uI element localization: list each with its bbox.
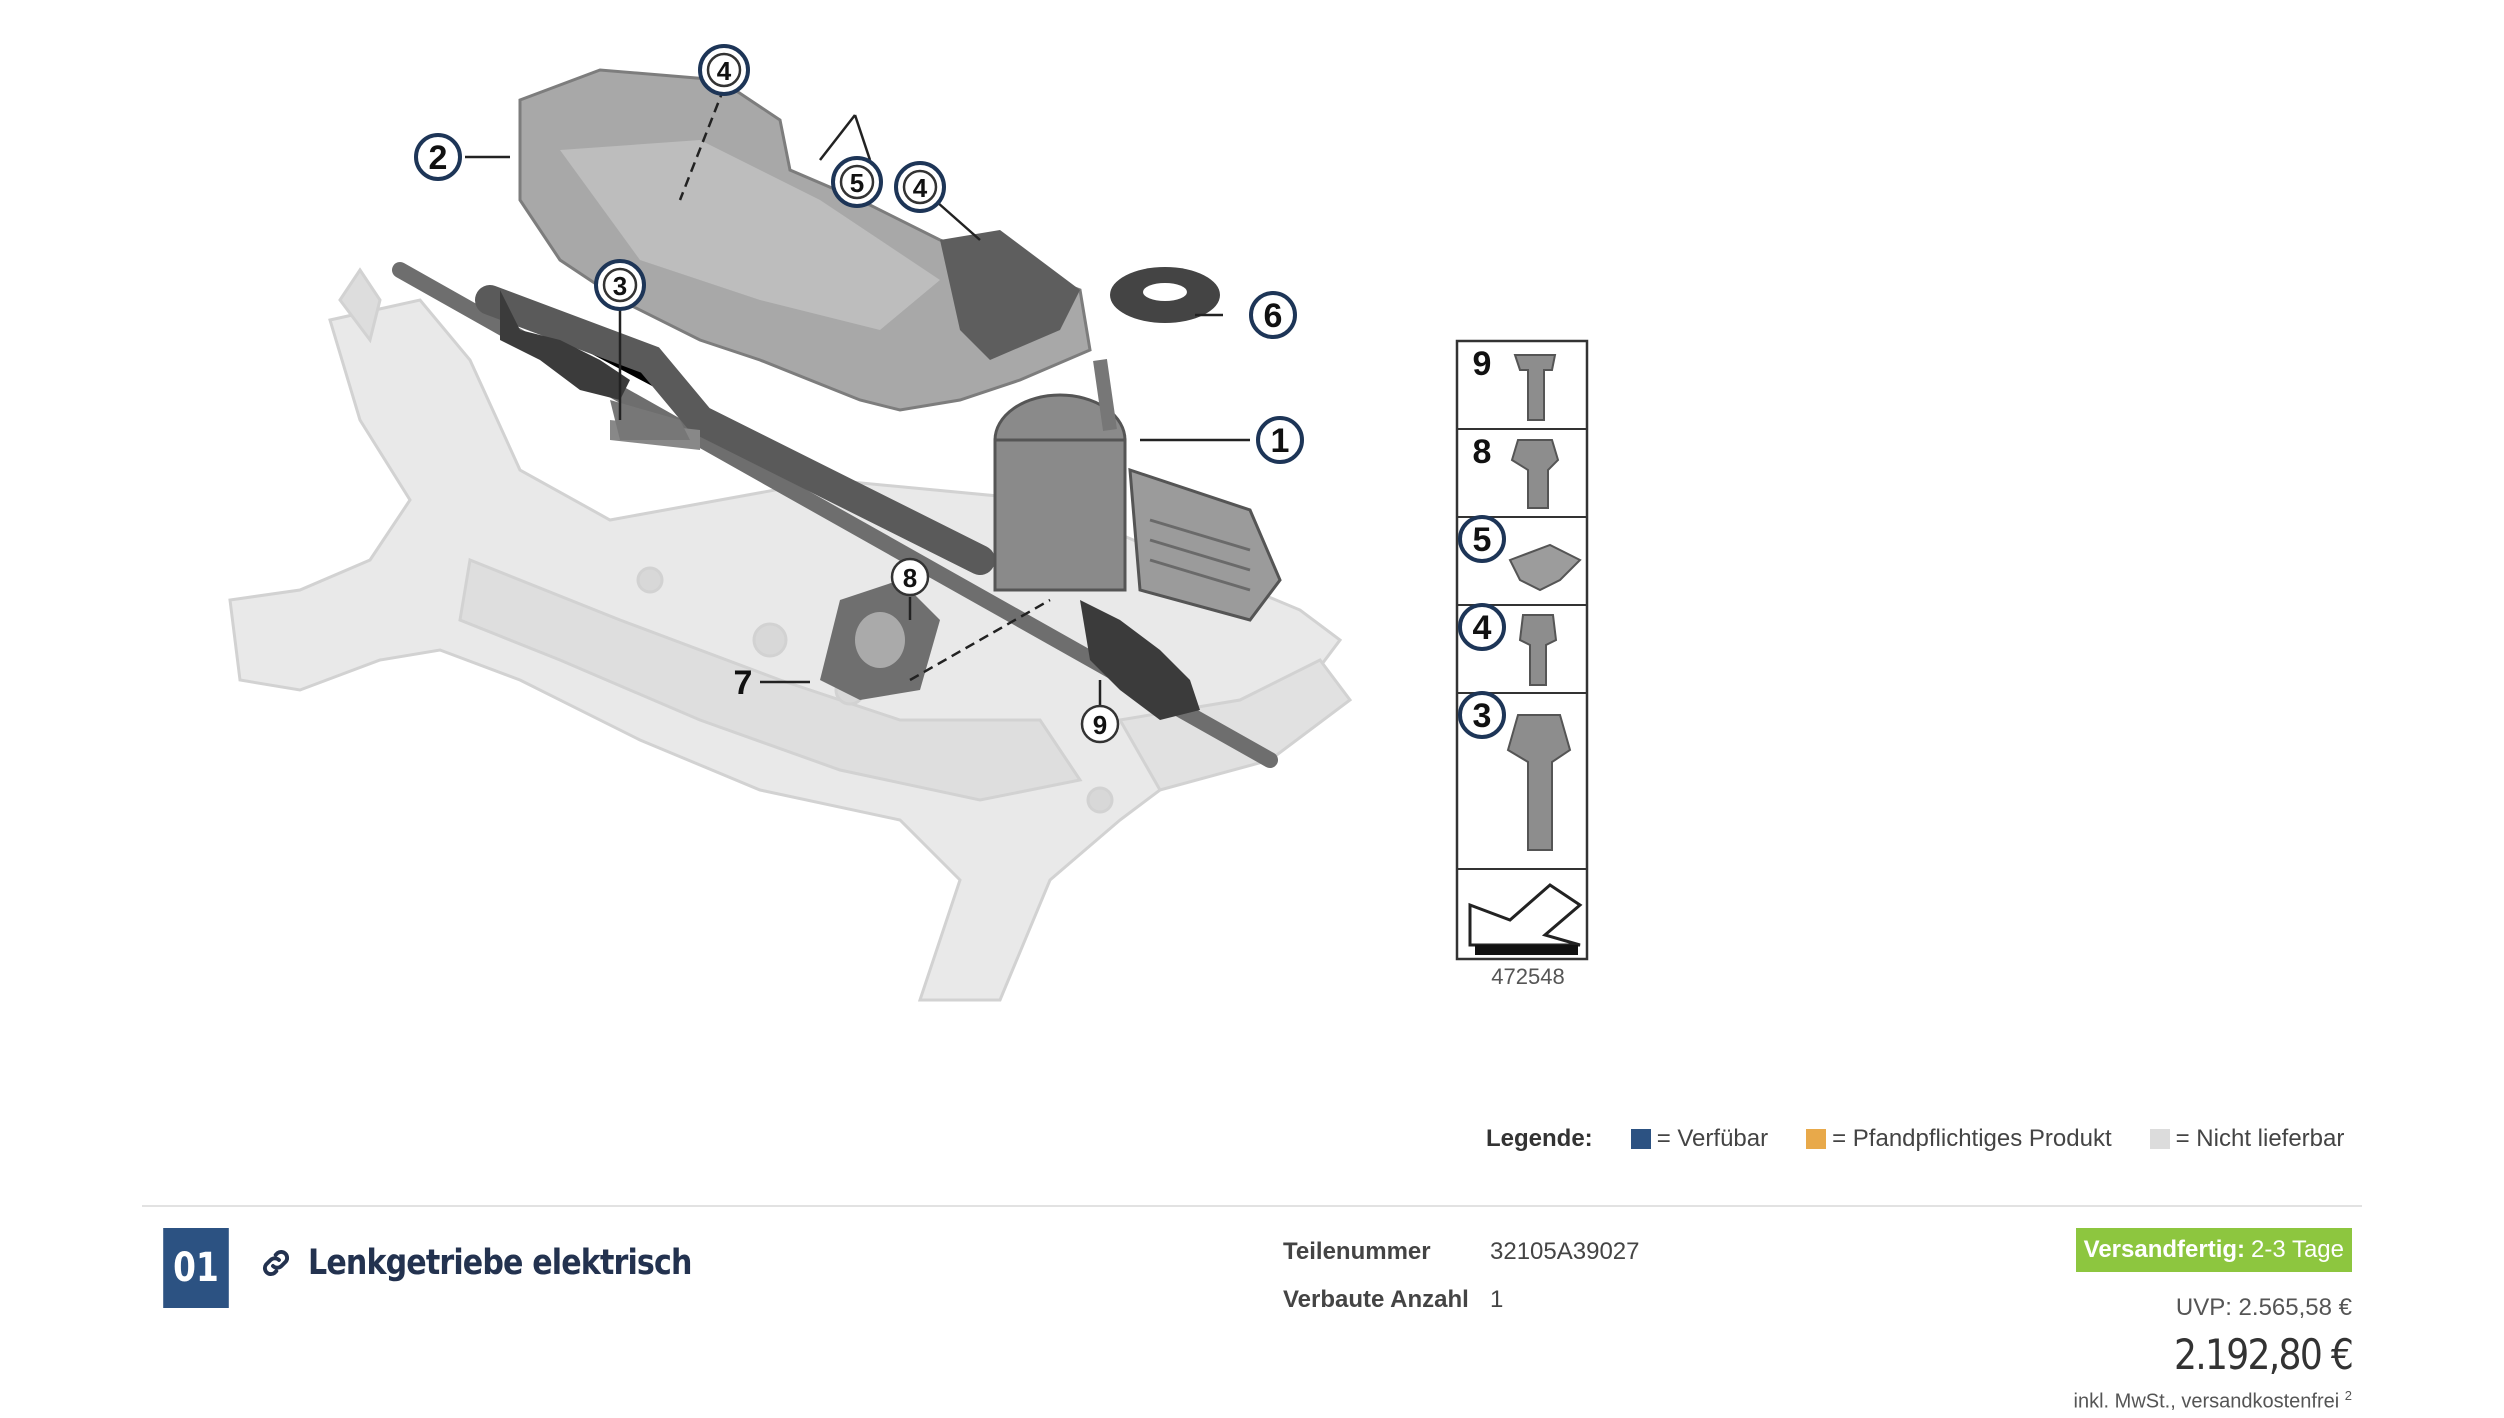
shipping-status-badge: Versandfertig: 2-3 Tage (2075, 1228, 2352, 1272)
divider (142, 1205, 2362, 1207)
callout-6: 6 (1249, 291, 1297, 339)
legend-item-unavailable: = Nicht lieferbar (2149, 1125, 2345, 1153)
tax-note-text: inkl. MwSt., versandkostenfrei (2073, 1390, 2340, 1413)
callout-2: 2 (414, 133, 462, 181)
svg-text:8: 8 (1473, 433, 1492, 471)
svg-text:8: 8 (903, 563, 917, 593)
quantity-value: 1 (1490, 1286, 1504, 1313)
heat-shield-illustration (518, 68, 1092, 412)
legend-label-deposit: = Pfandpflichtiges Produkt (1832, 1125, 2112, 1152)
legend-swatch-deposit (1806, 1129, 1827, 1149)
svg-text:9: 9 (1093, 710, 1107, 740)
link-icon (262, 1249, 290, 1277)
legend-label-available: = Verfübar (1656, 1125, 1769, 1152)
price: 2.192,80 € (2173, 1330, 2354, 1379)
svg-text:4: 4 (913, 173, 928, 203)
position-badge: 01 (163, 1228, 229, 1308)
part-title-link[interactable]: Lenkgetriebe elektrisch (258, 1240, 754, 1286)
svg-text:3: 3 (1473, 697, 1492, 735)
legend: Legende: = Verfübar = Pfandpflichtiges P… (1486, 1124, 2356, 1154)
parts-diagram: 1 2 3 4 5 4 6 7 8 9 (228, 44, 1589, 1002)
shipping-label: Versandfertig: (2083, 1236, 2246, 1263)
tax-note: inkl. MwSt., versandkostenfrei 2 (2074, 1388, 2352, 1414)
svg-text:9: 9 (1473, 345, 1492, 383)
diagram-number: 472548 (1491, 964, 1564, 989)
legend-label-unavailable: = Nicht lieferbar (2175, 1125, 2345, 1152)
svg-text:5: 5 (1473, 521, 1492, 559)
callout-4-right: 4 (894, 161, 946, 213)
uvp-price: UVP: 2.565,58 € (2175, 1294, 2352, 1321)
legend-item-deposit: = Pfandpflichtiges Produkt (1806, 1125, 2112, 1153)
svg-text:4: 4 (717, 56, 732, 86)
svg-text:1: 1 (1271, 422, 1290, 460)
quantity-label: Verbaute Anzahl (1283, 1286, 1469, 1313)
callout-8: 8 (890, 557, 930, 597)
legend-swatch-unavailable (2149, 1129, 2170, 1149)
svg-text:6: 6 (1264, 297, 1283, 335)
callout-4-top: 4 (698, 44, 750, 96)
callout-7: 7 (734, 664, 753, 702)
svg-text:5: 5 (850, 168, 864, 198)
subframe-illustration (228, 267, 1353, 1002)
part-title: Lenkgetriebe elektrisch (308, 1243, 692, 1283)
svg-text:3: 3 (613, 271, 627, 301)
callout-5: 5 (831, 156, 883, 208)
steering-rack-illustration (392, 262, 1282, 768)
legend-swatch-available (1630, 1129, 1651, 1149)
svg-text:2: 2 (429, 139, 448, 177)
part-number-label: Teilenummer (1283, 1238, 1431, 1265)
parts-kit-panel: 9 8 5 4 3 (1455, 339, 1589, 961)
shipping-value: 2-3 Tage (2251, 1236, 2344, 1263)
legend-title: Legende: (1486, 1125, 1593, 1152)
tax-note-ref[interactable]: 2 (2344, 1388, 2352, 1403)
svg-text:4: 4 (1473, 609, 1492, 647)
callout-1: 1 (1256, 416, 1304, 464)
callout-3: 3 (594, 259, 646, 311)
svg-text:7: 7 (734, 664, 753, 702)
legend-item-available: = Verfübar (1630, 1125, 1769, 1153)
part-number-value: 32105A39027 (1490, 1238, 1640, 1265)
callout-9: 9 (1080, 704, 1120, 744)
